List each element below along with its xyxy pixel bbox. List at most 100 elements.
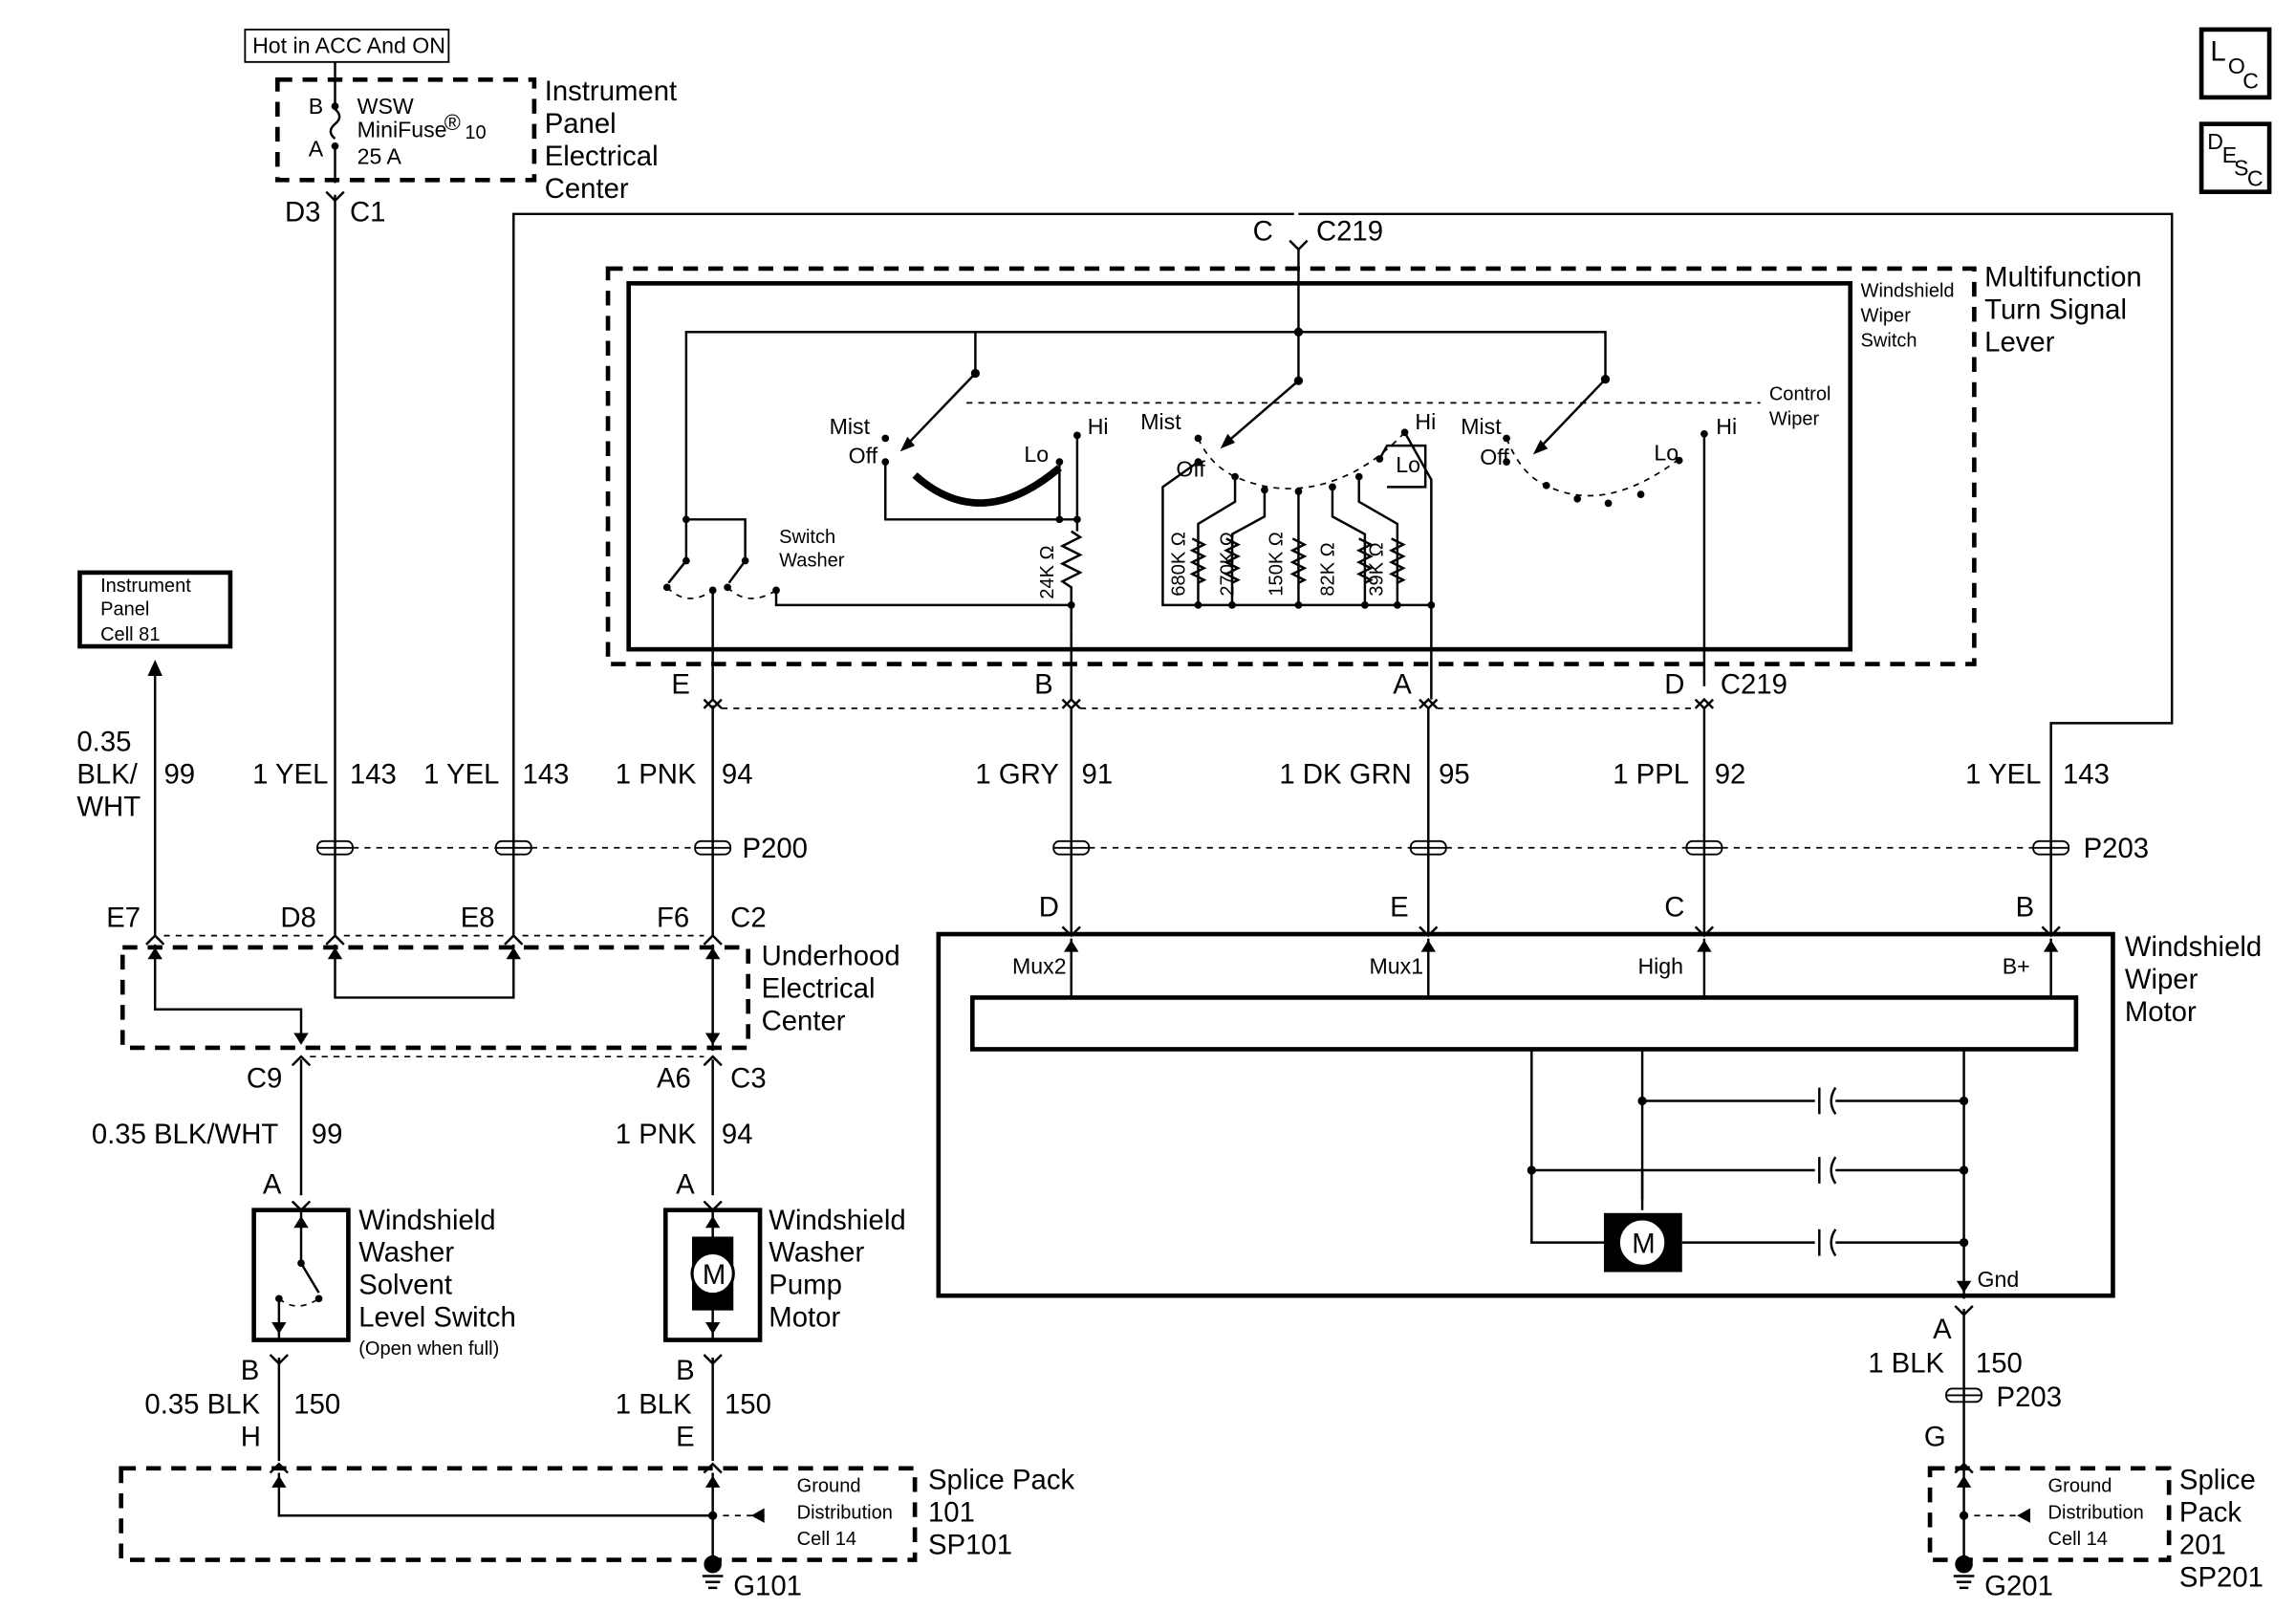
uec-e8: E8: [461, 902, 495, 933]
fuse-rating: 25 A: [357, 143, 402, 168]
lower-c150b: 150: [725, 1389, 771, 1421]
splice-pack-201: Ground Distribution Cell 14 Splice Pack …: [1927, 1464, 2264, 1602]
wiper-switch-box: [626, 281, 1853, 652]
sw-lo-3: Lo: [1654, 441, 1679, 466]
sp201-title-4: SP201: [2179, 1561, 2264, 1593]
loc-icon-c: C: [2242, 69, 2259, 94]
desc-icon[interactable]: D E S C: [2199, 121, 2272, 194]
ipc-box-line2: Panel: [100, 599, 149, 620]
p203-label-top: P203: [2084, 833, 2149, 864]
loc-icon[interactable]: L O C: [2199, 27, 2272, 100]
sw-off-1: Off: [849, 444, 878, 468]
motor-bplus: B+: [2003, 954, 2030, 979]
lower-blk1: 1 BLK: [616, 1389, 692, 1421]
desc-icon-c: C: [2247, 165, 2264, 190]
wire-pnk: 1 PNK: [616, 759, 697, 791]
uec-d8: D8: [280, 902, 315, 933]
motor-blk: 1 BLK: [1868, 1347, 1944, 1379]
sw-hi-3: Hi: [1716, 414, 1737, 439]
motor-title-3: Motor: [2125, 996, 2197, 1028]
ipec-title-1: Instrument: [545, 76, 677, 107]
washer-label-1: Switch: [779, 527, 835, 548]
c219-pin-a: A: [1393, 668, 1412, 700]
wire-143a: 143: [350, 759, 397, 791]
fuse-pin-b: B: [309, 94, 323, 119]
pump-title-4: Motor: [769, 1302, 840, 1334]
washer-pump-motor: M Windshield Washer Pump Motor: [662, 1205, 906, 1342]
wire-92-label: 92: [1715, 759, 1746, 791]
lower-c99: 99: [312, 1119, 343, 1150]
lower-c94: 94: [722, 1119, 753, 1150]
lower-blk035: 0.35 BLK: [144, 1389, 260, 1421]
pump-motor-m: M: [703, 1259, 726, 1291]
multifunction-lever-box: [605, 266, 1977, 666]
c99-label: 99: [163, 759, 195, 791]
wire-143-c219: [512, 212, 1294, 938]
lever-title-1: Multifunction: [1984, 261, 2142, 293]
pump-title-1: Windshield: [769, 1205, 905, 1236]
fuse-size: 10: [465, 122, 486, 143]
motor-pin-e: E: [1390, 892, 1409, 924]
sp101-title-2: 101: [928, 1496, 975, 1528]
wire-yel1: 1 YEL: [252, 759, 328, 791]
sp201-title-2: Pack: [2179, 1496, 2242, 1528]
sp201-title-3: 201: [2179, 1529, 2226, 1560]
conn-c1: C1: [350, 197, 385, 228]
motor-c150: 150: [1976, 1347, 2023, 1379]
power-label: Hot in ACC And ON: [252, 33, 445, 58]
sp101-gd-1: Ground: [797, 1476, 861, 1497]
motor-pin-b: B: [2016, 892, 2035, 924]
sp201-gd-2: Distribution: [2048, 1502, 2144, 1523]
sp101-title-3: SP101: [928, 1529, 1012, 1560]
sw-lo-2: Lo: [1396, 452, 1420, 477]
uec-title-3: Center: [762, 1005, 846, 1036]
sw-mist-2: Mist: [1140, 409, 1181, 434]
c219-pin-d: D: [1664, 668, 1684, 700]
lower-c150a: 150: [293, 1389, 340, 1421]
wiper-switch-internals: Mist Off Lo Hi 24K Ω Switch Washer Mist …: [662, 249, 1761, 686]
wire-yel2: 1 YEL: [423, 759, 499, 791]
motor-pin-c: C: [1664, 892, 1684, 924]
conn-d3: D3: [285, 197, 320, 228]
sw-mist-3: Mist: [1461, 414, 1502, 439]
wiper-motor: D E C B Windshield Wiper Motor Mux2 Mux1…: [936, 892, 2262, 1299]
level-title-4: Level Switch: [358, 1302, 516, 1334]
ground-g101: G101: [733, 1571, 802, 1602]
sw-off-3: Off: [1480, 445, 1509, 469]
ipec-title-2: Panel: [545, 108, 617, 140]
ipc-box[interactable]: [77, 570, 233, 649]
motor-title-2: Wiper: [2125, 964, 2199, 995]
c219-top: C219: [1316, 216, 1383, 248]
fuse-type: MiniFuse: [357, 118, 447, 142]
pump-title-2: Washer: [769, 1237, 864, 1269]
lower-pin-a2: A: [676, 1169, 695, 1201]
lower-pin-b2: B: [676, 1355, 695, 1386]
sp201-gd-1: Ground: [2048, 1476, 2112, 1497]
c219-top-pin: C: [1253, 216, 1273, 248]
wire-143c: 143: [2063, 759, 2110, 791]
c219-pin-b: B: [1034, 668, 1053, 700]
ipec-title-3: Electrical: [545, 141, 659, 172]
level-note: (Open when full): [358, 1338, 499, 1360]
motor-pin-a: A: [1933, 1314, 1952, 1345]
lower-pin-b1: B: [241, 1355, 260, 1386]
sw-hi-2: Hi: [1415, 409, 1436, 434]
desc-icon-e: E: [2222, 142, 2237, 167]
uec-c2: C2: [730, 902, 766, 933]
wire-95-label: 95: [1439, 759, 1470, 791]
w99-label-a: 0.35: [76, 727, 131, 758]
p203-label-lower: P203: [1997, 1382, 2062, 1413]
wire-ppl: 1 PPL: [1613, 759, 1689, 791]
sp101-gd-3: Cell 14: [797, 1529, 856, 1550]
r680k: 680K Ω: [1169, 532, 1190, 596]
sp201-gd-3: Cell 14: [2048, 1529, 2108, 1550]
motor-gnd: Gnd: [1977, 1267, 2019, 1292]
control-label-2: Wiper: [1769, 409, 1820, 430]
sp201-title-1: Splice: [2179, 1464, 2256, 1495]
switch-title-2: Wiper: [1861, 305, 1912, 326]
lever-title-3: Lever: [1984, 326, 2055, 358]
wire-91-label: 91: [1082, 759, 1114, 791]
washer-level-switch: Windshield Washer Solvent Level Switch (…: [251, 1205, 516, 1360]
wire-94: 94: [722, 759, 753, 791]
